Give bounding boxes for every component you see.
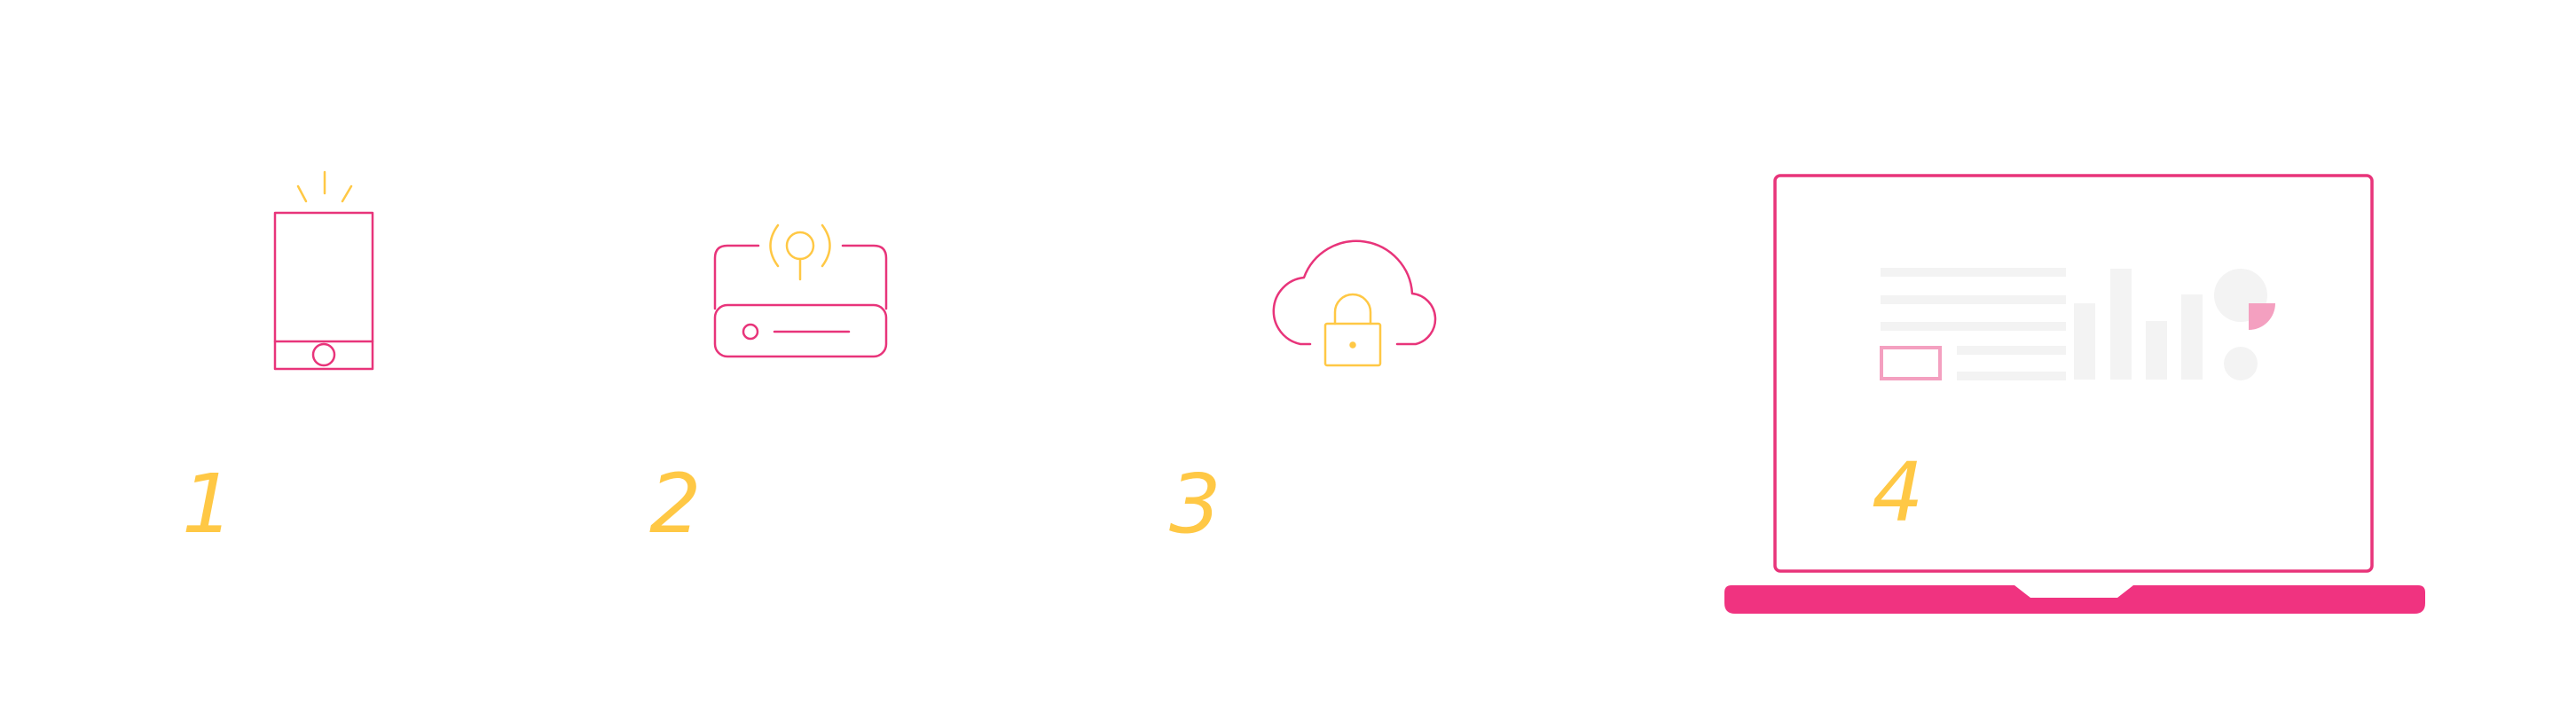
step-number: 4 [1872,445,1924,540]
step-number: 3 [1169,457,1221,552]
padlock-icon [1323,293,1382,367]
laptop-screen [1773,174,2374,573]
step-2: 2 [649,223,888,552]
wireless-router-icon [713,223,888,358]
laptop-base [1724,585,2425,614]
step-4: 4 [1724,174,2425,614]
step-number: 2 [649,457,702,552]
antenna-signal [769,223,831,281]
step-1: 1 [182,170,374,552]
pie-graphic [2214,269,2275,380]
dashboard-placeholder [1880,268,2275,380]
text-lines [1881,268,2066,380]
step-3: 3 [1169,239,1437,552]
cloud-lock-icon [1272,239,1437,367]
router-body [713,244,888,358]
step-number: 1 [182,457,234,552]
notification-rays [296,170,353,203]
laptop-dashboard-icon [1724,174,2425,614]
cloud-outline [1272,239,1437,346]
bar-graphic [2074,269,2203,380]
smartphone-notification-icon [273,170,374,371]
placeholder-button [1880,346,1942,380]
phone-body [273,211,374,371]
